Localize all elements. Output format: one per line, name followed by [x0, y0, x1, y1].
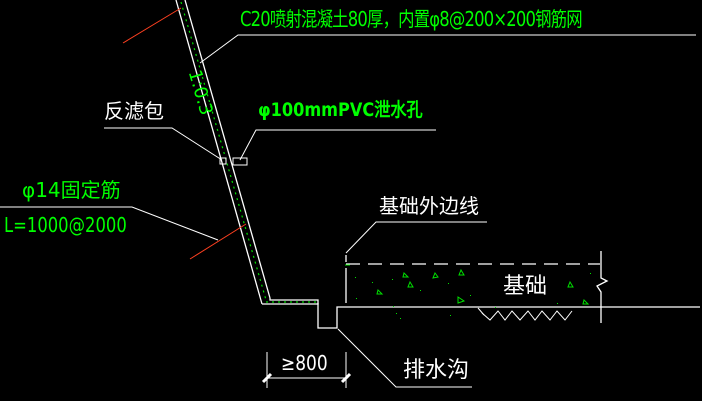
slope-shotcrete-layer [175, 0, 319, 305]
foundation-hatch [345, 264, 590, 305]
drain-ditch-outline [317, 255, 700, 329]
ditch-width-label: ≥800 [281, 351, 328, 375]
foundation-outline [346, 251, 609, 323]
shotcrete-note-label: C20喷射混凝土80厚，内置φ8@200×200钢筋网 [240, 7, 583, 31]
foundation-label: 基础 [503, 274, 548, 299]
drain-pipe [219, 157, 248, 166]
leader-lines [0, 34, 696, 388]
drain-hole-label: φ100mmPVC泄水孔 [258, 99, 423, 121]
anchor-bar-label-line2: L=1000@2000 [4, 213, 127, 237]
foundation-dots [355, 273, 591, 319]
shotcrete-hatch [180, 1, 316, 303]
dimension-line [261, 352, 352, 388]
drain-ditch-label: 排水沟 [403, 358, 470, 383]
filter-bag-label: 反滤包 [104, 99, 164, 123]
soil-hatch [477, 307, 573, 321]
anchor-bars [122, 7, 247, 260]
foundation-edge-label: 基础外边线 [379, 194, 479, 218]
anchor-bar-label-line1: φ14固定筋 [22, 178, 121, 202]
